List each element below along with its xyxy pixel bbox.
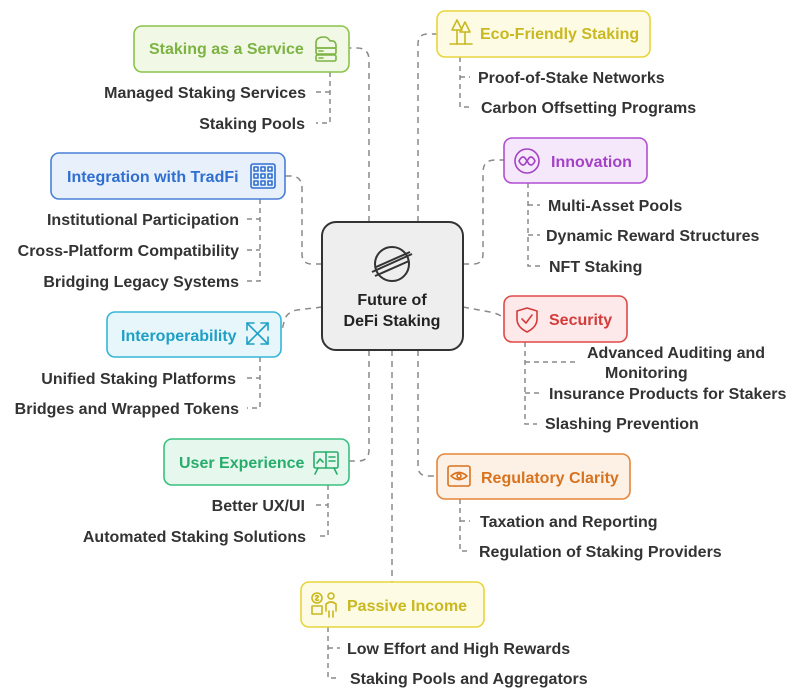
item-regulation-of-staking-providers: Regulation of Staking Providers xyxy=(479,544,722,561)
item-proof-of-stake-networks: Proof-of-Stake Networks xyxy=(478,70,665,87)
node-title: Eco-Friendly Staking xyxy=(480,26,639,43)
main-connectors xyxy=(281,33,504,582)
node-title: Integration with TradFi xyxy=(67,169,239,186)
stellar-logo-icon xyxy=(371,246,413,282)
item-carbon-offsetting-programs: Carbon Offsetting Programs xyxy=(481,100,696,117)
infinity-icon xyxy=(514,148,540,174)
item-slashing-prevention: Slashing Prevention xyxy=(545,416,699,433)
item-bridging-legacy-systems: Bridging Legacy Systems xyxy=(43,274,239,291)
node-title: Innovation xyxy=(551,154,632,171)
node-regulatory-clarity[interactable]: Regulatory Clarity xyxy=(436,453,631,500)
node-interoperability[interactable]: Interoperability xyxy=(106,311,282,358)
item-managed-staking-services: Managed Staking Services xyxy=(104,85,306,102)
node-user-experience[interactable]: User Experience xyxy=(163,438,350,486)
node-title: Staking as a Service xyxy=(149,41,304,58)
node-innovation[interactable]: Innovation xyxy=(503,137,648,184)
item-advanced-auditing-line-1: Advanced Auditing and xyxy=(587,345,765,362)
presentation-icon xyxy=(313,451,339,475)
node-integration-with-tradfi[interactable]: Integration with TradFi xyxy=(50,152,286,200)
item-taxation-and-reporting: Taxation and Reporting xyxy=(480,514,657,531)
grid-icon xyxy=(250,163,276,189)
item-unified-staking-platforms: Unified Staking Platforms xyxy=(41,371,236,388)
item-dynamic-reward-structures: Dynamic Reward Structures xyxy=(546,228,760,245)
item-insurance-products-for-stakers: Insurance Products for Stakers xyxy=(549,386,787,403)
node-title: Regulatory Clarity xyxy=(481,470,619,487)
item-connectors xyxy=(247,57,578,679)
item-bridges-and-wrapped-tokens: Bridges and Wrapped Tokens xyxy=(15,401,239,418)
item-automated-staking-solutions: Automated Staking Solutions xyxy=(83,529,306,546)
node-passive-income[interactable]: Passive Income xyxy=(300,581,485,628)
item-low-effort-and-high-rewards: Low Effort and High Rewards xyxy=(347,641,570,658)
node-title: Security xyxy=(549,312,612,329)
center-title-line-1: Future of xyxy=(357,292,427,309)
center-node: Future of DeFi Staking xyxy=(321,221,464,351)
item-cross-platform-compatibility: Cross-Platform Compatibility xyxy=(18,243,239,260)
item-institutional-participation: Institutional Participation xyxy=(47,212,239,229)
shield-check-icon xyxy=(516,307,538,333)
node-title: User Experience xyxy=(179,455,305,472)
node-title: Passive Income xyxy=(347,598,467,615)
node-title: Interoperability xyxy=(121,328,237,345)
node-eco-friendly-staking[interactable]: Eco-Friendly Staking xyxy=(436,10,651,58)
item-staking-pools-and-aggregators: Staking Pools and Aggregators xyxy=(350,671,588,688)
node-security[interactable]: Security xyxy=(503,295,628,343)
center-title-line-2: DeFi Staking xyxy=(344,313,441,330)
trees-icon xyxy=(449,19,473,45)
item-nft-staking: NFT Staking xyxy=(549,259,642,276)
expand-arrows-icon xyxy=(246,322,269,345)
item-better-ux-ui: Better UX/UI xyxy=(212,498,305,515)
person-money-icon xyxy=(311,592,337,618)
item-advanced-auditing-line-2: Monitoring xyxy=(605,365,688,382)
server-icon xyxy=(315,36,337,62)
node-staking-as-a-service[interactable]: Staking as a Service xyxy=(133,25,350,73)
item-staking-pools: Staking Pools xyxy=(199,116,305,133)
item-multi-asset-pools: Multi-Asset Pools xyxy=(548,198,682,215)
eye-document-icon xyxy=(447,465,471,487)
